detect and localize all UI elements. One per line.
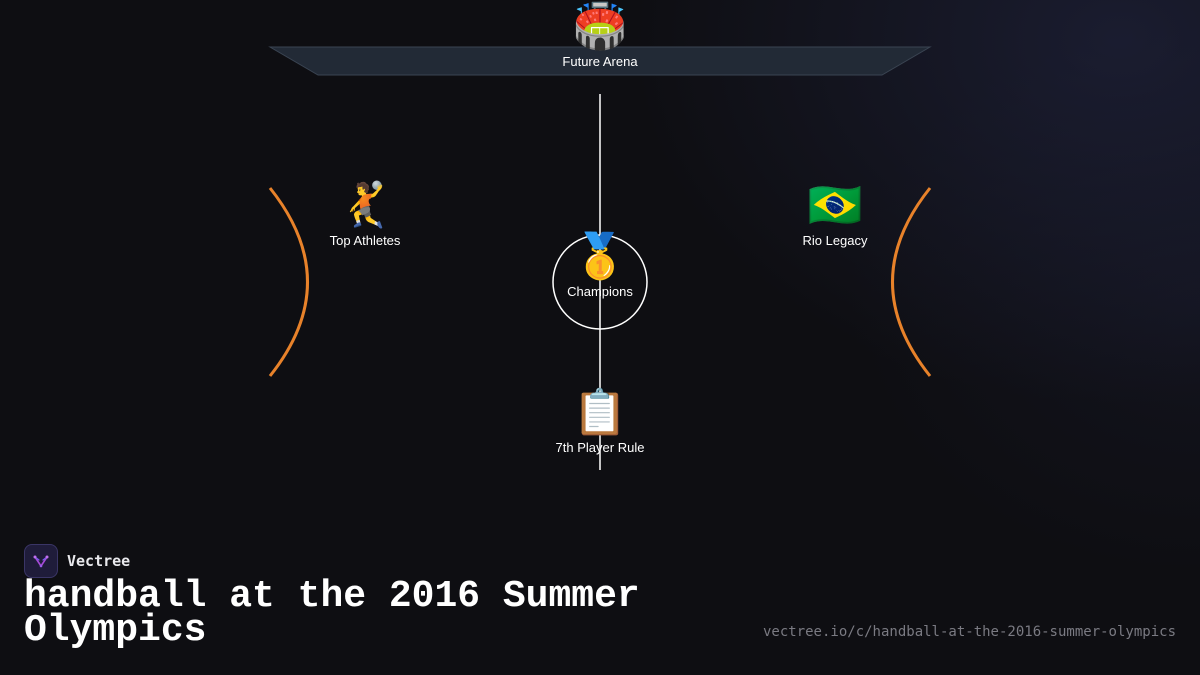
handball-player-icon: 🤾 — [337, 181, 393, 230]
page-url[interactable]: vectree.io/c/handball-at-the-2016-summer… — [762, 624, 1176, 640]
node-rio-legacy: 🇧🇷 Rio Legacy — [802, 181, 867, 248]
brazil-flag-icon: 🇧🇷 — [807, 181, 863, 230]
center-circle — [552, 234, 648, 330]
vectree-logo-icon — [24, 544, 58, 578]
node-top-athletes: 🤾 Top Athletes — [330, 181, 401, 248]
node-label: Rio Legacy — [802, 233, 868, 248]
brand[interactable]: Vectree — [24, 544, 130, 578]
node-champions: 🥇 Champions — [567, 232, 633, 299]
right-goal-arc — [891, 187, 932, 377]
node-label: 7th Player Rule — [555, 440, 645, 455]
clipboard-icon: 📋 — [572, 388, 628, 437]
node-future-arena: 🏟️ Future Arena — [562, 2, 637, 69]
page-title: handball at the 2016 Summer Olympics — [24, 575, 640, 652]
left-goal-arc — [268, 187, 309, 377]
stadium-icon: 🏟️ — [572, 2, 628, 51]
arena-stand — [268, 46, 932, 76]
gold-medal-icon: 🥇 — [572, 232, 628, 281]
brand-name: Vectree — [67, 552, 131, 570]
node-label: Champions — [567, 284, 633, 299]
node-label: Future Arena — [562, 54, 638, 69]
node-label: Top Athletes — [329, 233, 401, 248]
node-7th-player-rule: 📋 7th Player Rule — [556, 388, 645, 455]
